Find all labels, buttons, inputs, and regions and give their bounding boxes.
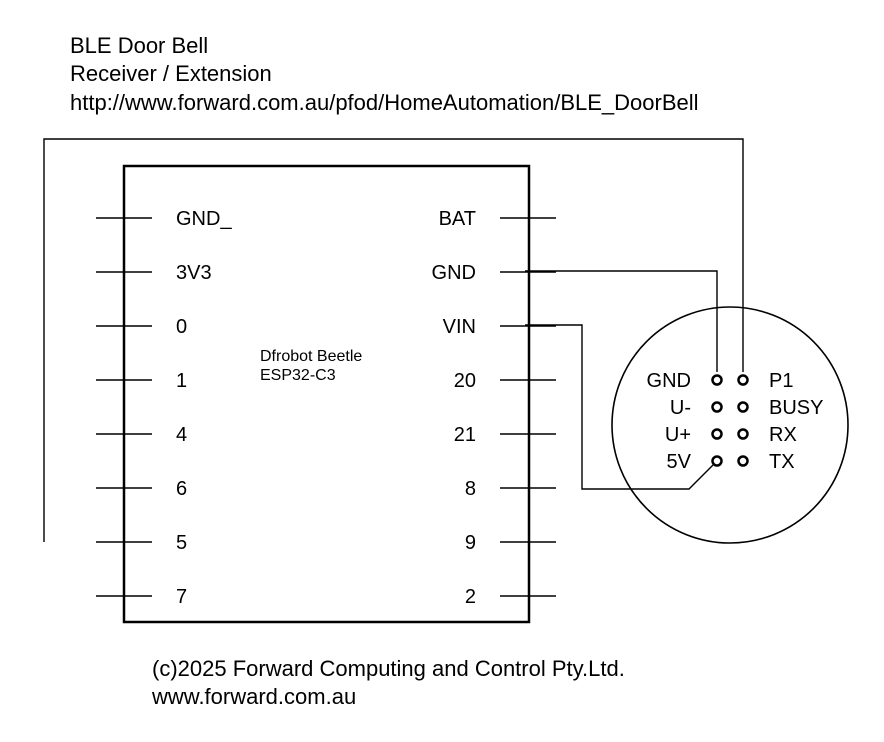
left-pin-label: 7 [176, 586, 187, 608]
module-left-pad [711, 428, 723, 440]
module-right-pad [737, 374, 749, 386]
right-pin-label: 20 [454, 370, 476, 392]
wire-vin-to-5v [525, 324, 714, 490]
left-pin-label: 6 [176, 478, 187, 500]
module-left-label: 5V [667, 451, 692, 473]
module-left-pad [711, 401, 723, 413]
right-pin-label: 8 [465, 478, 476, 500]
board-name-line1: Dfrobot Beetle [260, 348, 362, 365]
module-left-label: U+ [665, 424, 691, 446]
left-pin-label: 4 [176, 424, 187, 446]
module-right-label: BUSY [769, 397, 823, 419]
module-outline [611, 306, 849, 544]
diagram-title: BLE Door Bell [70, 33, 208, 58]
left-pin-label: 3V3 [176, 262, 212, 284]
board-right-pins: BAT GND VIN 20 21 8 9 2 [432, 208, 556, 608]
wire-gnd-to-gnd [525, 270, 718, 372]
right-pin-label: 9 [465, 532, 476, 554]
module-right-label: RX [769, 424, 797, 446]
left-pin-label: 5 [176, 532, 187, 554]
left-pin-label: 1 [176, 370, 187, 392]
footer-website: www.forward.com.au [151, 684, 356, 709]
right-pin-label: VIN [443, 316, 476, 338]
right-pin-label: BAT [439, 208, 476, 230]
right-pin-label: GND [432, 262, 476, 284]
diagram-url: http://www.forward.com.au/pfod/HomeAutom… [70, 90, 699, 115]
wire-pin5-to-p1 [43, 138, 744, 542]
module-right-label: TX [769, 451, 795, 473]
board-left-pins: GND_ 3V3 0 1 4 6 5 7 [96, 208, 232, 608]
left-pin-label: 0 [176, 316, 187, 338]
module-right-pad [737, 455, 749, 467]
diagram-subtitle: Receiver / Extension [70, 61, 272, 86]
module-right-pad [737, 428, 749, 440]
left-pin-label: GND_ [176, 208, 232, 230]
board-outline [122, 164, 531, 624]
module-left-label: GND [647, 370, 691, 392]
module-left-pad [711, 374, 723, 386]
footer-copyright: (c)2025 Forward Computing and Control Pt… [152, 656, 625, 681]
module-right-label: P1 [769, 370, 793, 392]
module-left-label: U- [670, 397, 691, 419]
right-pin-label: 2 [465, 586, 476, 608]
board-name-line2: ESP32-C3 [260, 367, 336, 384]
module-right-pad [737, 401, 749, 413]
module-left-pad [711, 455, 723, 467]
right-pin-label: 21 [454, 424, 476, 446]
